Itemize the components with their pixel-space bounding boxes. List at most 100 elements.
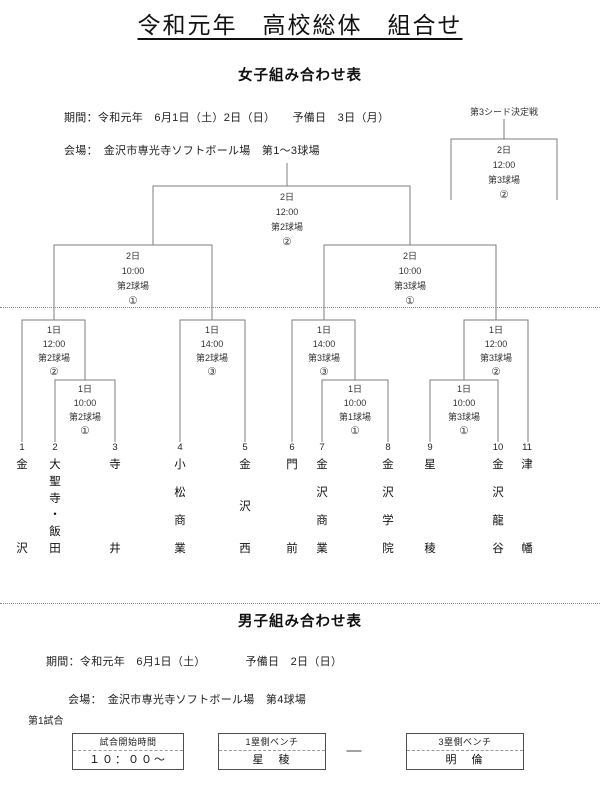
team-name-char: 沢: [239, 501, 251, 513]
match-venue: 第1球場: [338, 412, 371, 422]
match-semifinal-right: 2日 10:00 第3球場 ①: [375, 249, 445, 309]
team-number: 8: [385, 442, 391, 453]
team-name-char: 沢: [316, 487, 328, 499]
match-game-number: ③: [207, 366, 217, 378]
match-game-number: ②: [282, 236, 292, 248]
match-time: 14:00: [312, 339, 336, 349]
team-number: 6: [289, 442, 295, 453]
team-column: 11 津幡: [514, 442, 540, 556]
team-number: 2: [52, 442, 58, 453]
team-name-char: 商: [174, 515, 186, 527]
playin-3-bracket: [429, 379, 499, 442]
quarterfinal-b-bracket: [179, 319, 246, 442]
match-time: 14:00: [200, 339, 224, 349]
match-venue: 第3球場: [447, 412, 480, 422]
team-name-char: 金: [492, 459, 504, 471]
third-seed-bracket: [450, 138, 558, 200]
team-number: 11: [522, 442, 532, 453]
match-venue: 第2球場: [270, 222, 303, 232]
quarterfinal-d-bracket: [463, 319, 529, 442]
team-number: 9: [427, 442, 433, 453]
playin-1-bracket: [54, 379, 116, 442]
versus-dash: —: [346, 742, 362, 759]
team-name-char: ・: [49, 509, 61, 522]
match-venue: 第2球場: [195, 353, 228, 363]
team-name: 小松商業: [167, 456, 193, 556]
team-name-char: 飯: [49, 526, 61, 539]
match-time: 12:00: [42, 339, 66, 349]
match-playin-3: 1日 10:00 第3球場 ①: [429, 382, 499, 438]
team-name-char: 業: [174, 543, 186, 555]
men-subtitle: 男子組み合わせ表: [238, 614, 362, 630]
team-name-char: 金: [239, 459, 251, 471]
quarterfinal-c-bracket: [291, 319, 356, 442]
match-date: 1日: [488, 325, 503, 335]
team-name: 津幡: [514, 456, 540, 556]
match-game-number: ②: [49, 366, 59, 378]
match-date: 1日: [316, 325, 331, 335]
match-venue: 第2球場: [68, 412, 101, 422]
team-name-char: 井: [109, 543, 121, 555]
men-venue: 会場： 金沢市専光寺ソフトボール場 第4球場: [68, 694, 307, 706]
match-game-number: ②: [499, 189, 509, 201]
match-venue: 第3球場: [393, 281, 426, 291]
team-name-char: 星: [424, 459, 436, 471]
team-name-char: 商: [316, 515, 328, 527]
team-name-char: 稜: [424, 543, 436, 555]
team-name-char: 聖: [49, 475, 61, 488]
match-venue: 第3球場: [307, 353, 340, 363]
team-number: 1: [19, 442, 25, 453]
team-name-char: 田: [49, 542, 61, 555]
match-game-number: ①: [459, 425, 469, 437]
team-column: 5 金沢西: [232, 442, 258, 556]
match-date: 1日: [204, 325, 219, 335]
team-name-char: 龍: [492, 515, 504, 527]
team-number: 7: [319, 442, 325, 453]
match-date: 2日: [279, 192, 294, 202]
match-venue: 第3球場: [479, 353, 512, 363]
match-date: 2日: [125, 251, 140, 261]
team-name: 金沢商業: [309, 456, 335, 556]
team-name-char: 金: [16, 459, 28, 471]
team-name-char: 寺: [49, 492, 61, 505]
match-date: 2日: [402, 251, 417, 261]
match-game-number: ①: [350, 425, 360, 437]
match-semifinal-left: 2日 10:00 第2球場 ①: [98, 249, 168, 309]
playin-2-bracket: [321, 379, 389, 442]
team-name-char: 大: [49, 459, 61, 471]
team-name: 星稜: [417, 456, 443, 556]
match-playin-1: 1日 10:00 第2球場 ①: [50, 382, 120, 438]
match-third-seed: 2日 12:00 第3球場 ②: [469, 143, 539, 203]
team-name-char: 門: [286, 459, 298, 471]
team-name-char: 西: [239, 543, 251, 555]
final-bracket: [152, 185, 411, 245]
team-name-char: 沢: [492, 487, 504, 499]
match-game-number: ①: [80, 425, 90, 437]
match-time: 12:00: [275, 207, 299, 217]
team-name-char: 沢: [382, 487, 394, 499]
quarterfinal-a-bracket: [21, 319, 86, 442]
match-time: 10:00: [452, 398, 476, 408]
women-subtitle: 女子組み合わせ表: [238, 68, 362, 84]
match-time: 10:00: [121, 266, 145, 276]
team-name: 金沢龍谷: [485, 456, 511, 556]
match-quarterfinal-a: 1日 12:00 第2球場 ②: [19, 323, 89, 379]
team-name-char: 前: [286, 543, 298, 555]
page-title: 令和元年 高校総体 組合せ: [137, 12, 463, 38]
third-base-bench-header: 3塁側ベンチ: [407, 734, 523, 751]
match-time: 10:00: [343, 398, 367, 408]
first-base-bench-table: 1塁側ベンチ 星 稜: [218, 733, 326, 770]
team-number: 5: [242, 442, 248, 453]
match-time: 10:00: [398, 266, 422, 276]
team-name: 大聖寺・飯田: [42, 456, 68, 556]
women-venue: 会場： 金沢市専光寺ソフトボール場 第1～3球場: [64, 145, 320, 157]
men-period: 期間：令和元年 6月1日（土） 予備日 2日（日）: [46, 656, 343, 668]
first-base-bench-header: 1塁側ベンチ: [219, 734, 325, 751]
team-column: 2 大聖寺・飯田: [42, 442, 68, 556]
